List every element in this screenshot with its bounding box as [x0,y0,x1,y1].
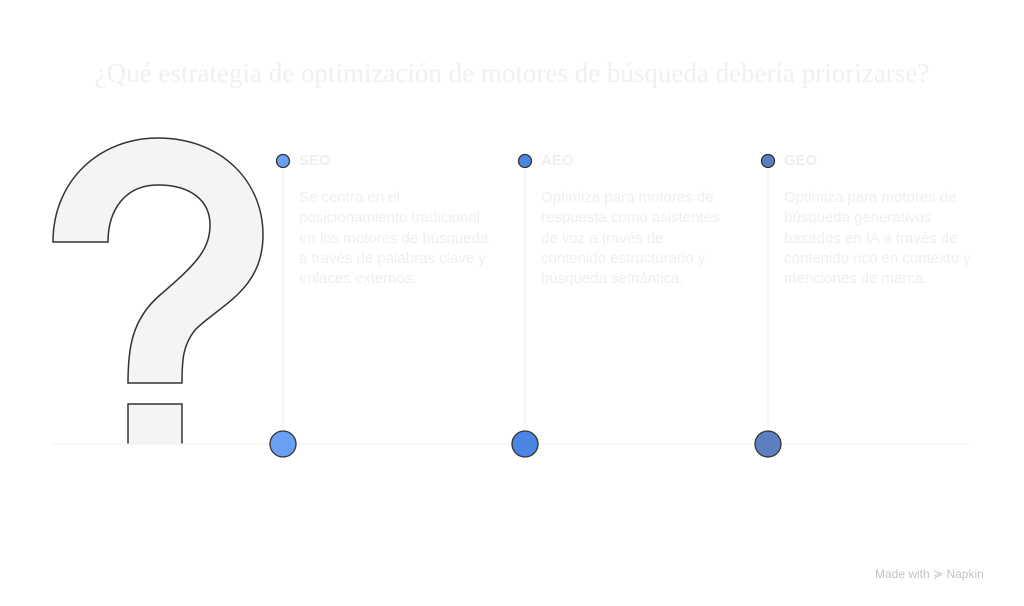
item-dot [275,153,291,169]
item-seo: SEO Se centra en el posicionamiento trad… [299,150,489,289]
diagram-title: ¿Qué estrategia de optimización de motor… [94,58,930,88]
item-description: Optimiza para motores de búsqueda genera… [784,189,971,288]
item-geo: GEO Optimiza para motores de búsqueda ge… [784,150,974,289]
timeline-node [511,430,539,458]
item-label: AEO [541,152,574,169]
napkin-watermark: Made with ≽ Napkin [875,567,984,581]
item-description: Optimiza para motores de respuesta como … [541,189,720,288]
item-label: GEO [784,152,818,169]
timeline-node [269,430,297,458]
timeline-node [754,430,782,458]
item-aeo: AEO Optimiza para motores de respuesta c… [541,150,731,289]
item-dot [760,153,776,169]
item-dot [517,153,533,169]
item-label: SEO [299,152,331,169]
brand-text: Napkin [946,567,984,581]
napkin-logo-icon: ≽ [933,567,944,581]
question-mark-icon [52,137,264,444]
made-with-text: Made with [875,567,930,581]
item-description: Se centra en el posicionamiento tradicio… [299,189,489,288]
